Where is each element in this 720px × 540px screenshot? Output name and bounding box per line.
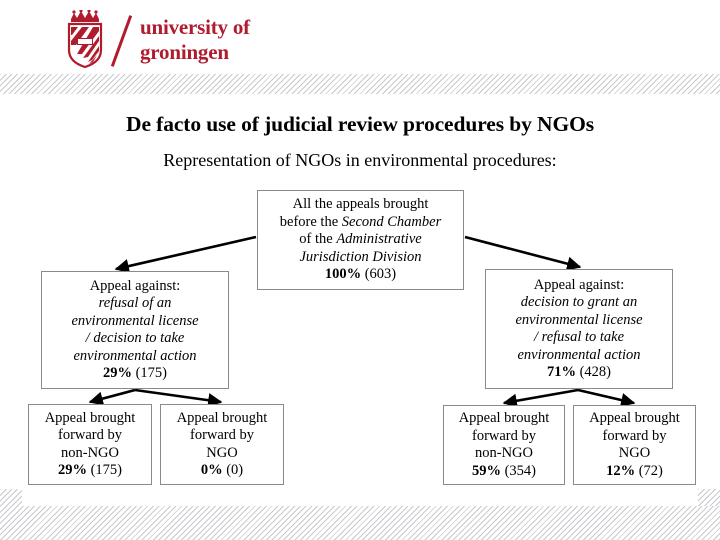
node-right-non-ngo-line2: forward by bbox=[471, 427, 537, 444]
arrow-right-to-right-nonngo bbox=[502, 388, 579, 408]
node-right-ngo-line2: forward by bbox=[602, 427, 667, 444]
bottom-hatched-band bbox=[0, 506, 720, 540]
node-right-line1: Appeal against: bbox=[533, 276, 625, 293]
node-all-appeals: All the appeals brought before the Secon… bbox=[257, 190, 464, 290]
node-left-line3: environmental license bbox=[71, 312, 199, 329]
node-left-non-ngo-line3: non-NGO bbox=[61, 444, 119, 461]
node-all-appeals-line4: Jurisdiction Division bbox=[299, 248, 422, 265]
node-left-line1: Appeal against: bbox=[89, 277, 181, 294]
node-all-appeals-line3-italic: Administrative bbox=[336, 231, 422, 248]
node-right-non-ngo-percent: 59% bbox=[471, 462, 501, 479]
node-left-stat: 29% (175) bbox=[103, 365, 167, 383]
logo-wordmark: university of groningen bbox=[140, 15, 250, 65]
node-right-ngo: Appeal brought forward by NGO 12% (72) bbox=[573, 405, 696, 485]
node-all-appeals-count: (603) bbox=[364, 266, 397, 283]
node-left-ngo-percent: 0% bbox=[200, 462, 223, 478]
node-all-appeals-line3: of the Administrative bbox=[299, 231, 421, 249]
node-left-non-ngo-stat: 29% (175) bbox=[58, 462, 122, 480]
node-right-ngo-line3: NGO bbox=[618, 445, 651, 461]
node-left-non-ngo-line1: Appeal brought bbox=[44, 409, 136, 426]
node-all-appeals-line2-italic: Second Chamber bbox=[341, 213, 442, 230]
node-right-non-ngo-count: (354) bbox=[504, 462, 537, 479]
arrow-top-to-left bbox=[114, 235, 257, 274]
node-right-ngo-stat: 12% (72) bbox=[606, 463, 663, 481]
node-left-non-ngo-percent: 29% bbox=[57, 462, 87, 478]
node-left-non-ngo-count: (175) bbox=[90, 462, 123, 478]
logo-wordmark-line1: university of bbox=[140, 15, 250, 39]
node-right-count: (428) bbox=[579, 364, 612, 380]
node-all-appeals-line1: All the appeals brought bbox=[292, 196, 429, 213]
node-left-ngo: Appeal brought forward by NGO 0% (0) bbox=[160, 404, 284, 485]
node-right-non-ngo-stat: 59% (354) bbox=[472, 463, 536, 481]
node-all-appeals-line2: before the Second Chamber bbox=[280, 214, 441, 232]
node-left-non-ngo-line2: forward by bbox=[57, 427, 123, 443]
node-right-line2: decision to grant an bbox=[520, 294, 638, 310]
node-right-ngo-percent: 12% bbox=[606, 462, 636, 479]
node-left-non-ngo: Appeal brought forward by non-NGO 29% (1… bbox=[28, 404, 152, 485]
node-right-non-ngo-line1: Appeal brought bbox=[458, 410, 550, 426]
arrow-left-to-left-ngo bbox=[134, 388, 223, 408]
node-appeal-against-grant: Appeal against: decision to grant an env… bbox=[485, 269, 673, 389]
node-right-non-ngo: Appeal brought forward by non-NGO 59% (3… bbox=[443, 405, 565, 485]
university-of-groningen-crest-icon bbox=[67, 10, 103, 68]
page-subtitle: Representation of NGOs in environmental … bbox=[163, 150, 557, 170]
node-left-ngo-stat: 0% (0) bbox=[201, 462, 243, 480]
node-all-appeals-percent: 100% bbox=[324, 266, 362, 283]
arrow-top-to-right bbox=[464, 235, 582, 271]
node-left-line4: / decision to take bbox=[85, 330, 185, 346]
node-right-line4: / refusal to take bbox=[533, 329, 625, 345]
node-all-appeals-line2-plain: before the bbox=[279, 213, 342, 230]
bottom-left-hatched-corner bbox=[0, 489, 22, 507]
node-right-line3: environmental license bbox=[515, 311, 643, 328]
node-right-stat: 71% (428) bbox=[547, 364, 611, 382]
logo-slash-icon bbox=[110, 15, 133, 67]
node-left-ngo-line1: Appeal brought bbox=[176, 409, 268, 426]
logo-wordmark-line2: groningen bbox=[140, 40, 229, 64]
bottom-right-hatched-corner bbox=[698, 489, 720, 507]
arrow-right-to-right-ngo bbox=[577, 388, 636, 408]
node-all-appeals-stat: 100% (603) bbox=[325, 266, 396, 284]
node-left-ngo-count: (0) bbox=[226, 462, 244, 478]
node-right-percent: 71% bbox=[546, 364, 576, 380]
node-all-appeals-line3-plain: of the bbox=[299, 231, 337, 248]
node-right-line5: environmental action bbox=[517, 346, 641, 363]
top-hatched-band bbox=[0, 74, 720, 94]
node-right-non-ngo-line3: non-NGO bbox=[475, 445, 533, 461]
page-title: De facto use of judicial review procedur… bbox=[126, 112, 594, 136]
university-logo: university of groningen bbox=[58, 10, 308, 68]
node-left-percent: 29% bbox=[102, 365, 132, 381]
node-left-line5: environmental action bbox=[73, 347, 197, 364]
node-left-count: (175) bbox=[135, 365, 168, 381]
node-right-ngo-count: (72) bbox=[638, 462, 663, 479]
node-appeal-against-refusal: Appeal against: refusal of an environmen… bbox=[41, 271, 229, 389]
node-right-ngo-line1: Appeal brought bbox=[589, 410, 680, 426]
node-left-line2: refusal of an bbox=[98, 295, 172, 311]
node-left-ngo-line3: NGO bbox=[206, 444, 238, 461]
node-left-ngo-line2: forward by bbox=[189, 427, 255, 443]
arrow-left-to-left-nonngo bbox=[88, 388, 136, 406]
